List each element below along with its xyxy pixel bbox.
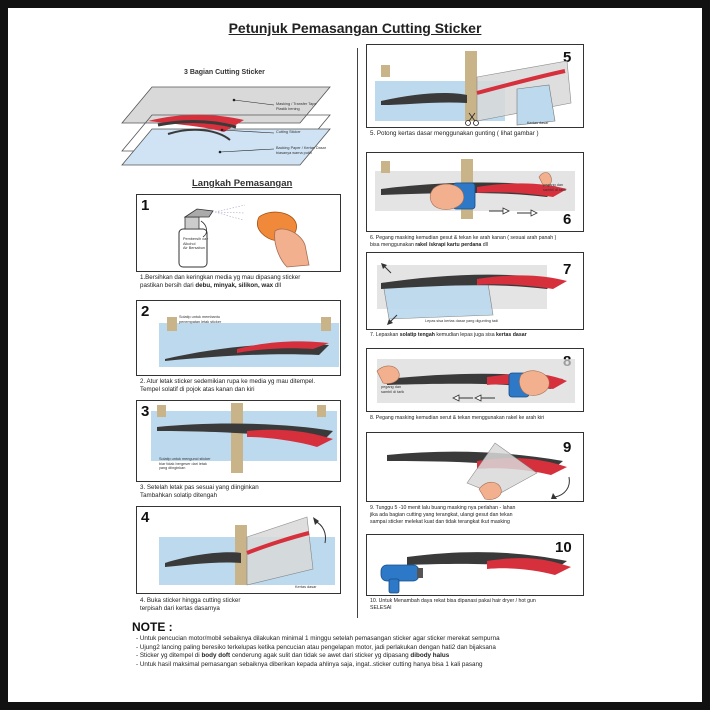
step-1-caption: 1.Bersihkan dan keringkan media yg mau d…	[140, 274, 301, 290]
arrow-icon	[489, 207, 538, 217]
note-item-3: - Sticker yg ditempel di body doft cende…	[136, 652, 450, 659]
note-item-2: - Ujung2 lancing paling beresiko terkelu…	[136, 643, 496, 651]
step-7-number: 7	[563, 261, 572, 278]
page-title: Petunjuk Pemasangan Cutting Sticker	[228, 20, 482, 36]
step-4-note: Kertas dasar	[295, 585, 317, 589]
step-9-number: 9	[563, 439, 572, 456]
step-6-caption: 6. Pegang masking kemudian gesut & tekan…	[370, 235, 557, 248]
step-6-number: 6	[563, 211, 572, 228]
step-2-box: 2 Solatip untuk membantu penempatan leta…	[136, 300, 341, 376]
step-7-caption: 7. Lepaskan solatip tengah kemudian lepa…	[370, 332, 527, 338]
step-5-number: 5	[563, 49, 572, 66]
bagian-diagram	[121, 86, 331, 166]
step-2-note: Solatip untuk membantu penempatan letak …	[179, 315, 222, 324]
scissors-icon	[465, 112, 479, 126]
step-7-note: Lepas sisa kertas dasar yang digunting t…	[425, 319, 499, 323]
step-7-box: 7 Lepas sisa kertas dasar yang digunting…	[366, 252, 584, 330]
step-1-box: 1 Pembersih cair Alkohol Air Bersabun	[136, 194, 341, 272]
step-5-box: 5 Kertas dasar	[366, 44, 584, 128]
langkah-heading: Langkah Pemasangan	[192, 178, 293, 189]
note-item-4: - Untuk hasil maksimal pemasangan sebaik…	[136, 660, 483, 668]
note-list: - Untuk pencucian motor/mobil sebaiknya …	[136, 635, 596, 669]
bagian-heading: 3 Bagian Cutting Sticker	[184, 69, 265, 76]
arrow-icon	[452, 394, 495, 402]
step-3-number: 3	[141, 403, 150, 420]
step-8-caption: 8. Pegang masking kemudian serut & tekan…	[370, 415, 545, 421]
label-cutting: Cutting Sticker	[276, 130, 301, 134]
step-8-note: pegang dan sambil di tarik	[381, 385, 405, 394]
step-5-caption: 5. Potong kertas dasar menggunakan gunti…	[370, 130, 539, 137]
step-2-number: 2	[141, 303, 150, 320]
bottle-label: Pembersih cair Alkohol Air Bersabun	[183, 237, 209, 251]
step-3-note: Solatip untuk mengunci sticker biar tida…	[159, 457, 211, 471]
step-9-caption: 9. Tunggu 5 -10 menit lalu buang masking…	[370, 505, 516, 525]
step-10-box: 10	[366, 534, 584, 596]
step-6-box: 6 pegang dan sambil di tarik	[366, 152, 584, 232]
step-8-box: 8 pegang dan sambil di tarik	[366, 348, 584, 412]
note-item-1: - Untuk pencucian motor/mobil sebaiknya …	[136, 635, 500, 642]
step-2-caption: 2. Atur letak sticker sedemikian rupa ke…	[140, 378, 316, 394]
column-divider	[357, 48, 358, 618]
step-4-number: 4	[141, 509, 150, 526]
hair-dryer-icon	[380, 564, 423, 594]
label-backing: Backing Paper / Kertas Dasar biasanya wa…	[276, 146, 327, 155]
step-3-box: 3 Solatip untuk mengunci sticker biar ti…	[136, 400, 341, 482]
step-3-caption: 3. Setelah letak pas sesuai yang diingin…	[140, 484, 259, 500]
step-10-caption: 10. Untuk Menambah daya rekat bisa dipan…	[370, 598, 536, 611]
step-9-box: 9	[366, 432, 584, 502]
step-4-box: 4 Kertas dasar	[136, 506, 341, 594]
cloth-icon	[257, 211, 310, 268]
label-masking: Masking / Transfer Tape Plastik bening	[276, 102, 317, 111]
step-4-caption: 4. Buka sticker hingga cutting sticker t…	[140, 597, 241, 613]
step-6-note: pegang dan sambil di tarik	[543, 183, 567, 192]
note-title: NOTE :	[132, 620, 173, 634]
spray-bottle-icon	[178, 204, 246, 268]
instruction-sheet: Petunjuk Pemasangan Cutting Sticker 3 Ba…	[8, 8, 702, 702]
step-10-number: 10	[555, 539, 572, 556]
step-5-note: Kertas dasar	[527, 121, 549, 125]
step-1-number: 1	[141, 197, 150, 214]
